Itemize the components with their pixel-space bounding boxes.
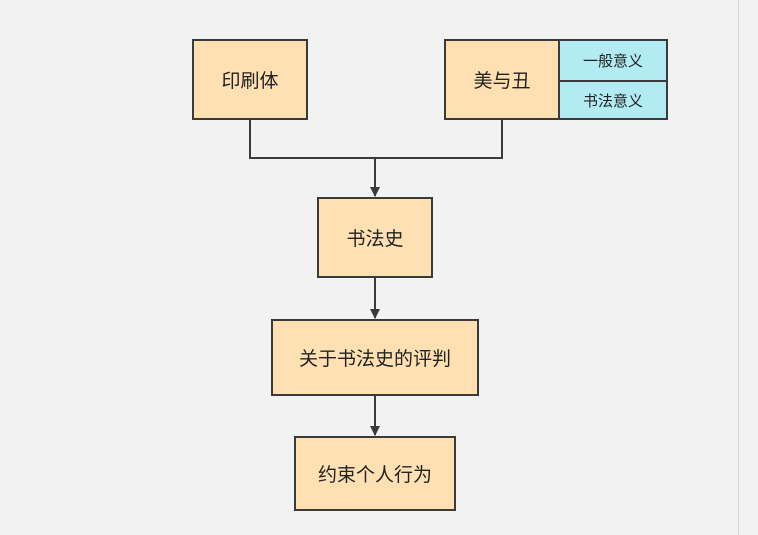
- node-beauty[interactable]: 美与丑: [444, 39, 560, 120]
- beauty-detail-general[interactable]: 一般意义: [558, 39, 668, 82]
- node-critique[interactable]: 关于书法史的评判: [271, 319, 479, 396]
- node-history[interactable]: 书法史: [317, 197, 433, 278]
- edge-print-to-history: [249, 120, 375, 159]
- canvas-edge: [738, 0, 739, 535]
- node-constrain[interactable]: 约束个人行为: [294, 436, 456, 511]
- beauty-detail-calligraphy[interactable]: 书法意义: [558, 80, 668, 120]
- edge-beauty-to-history: [370, 120, 503, 197]
- node-print[interactable]: 印刷体: [192, 39, 308, 120]
